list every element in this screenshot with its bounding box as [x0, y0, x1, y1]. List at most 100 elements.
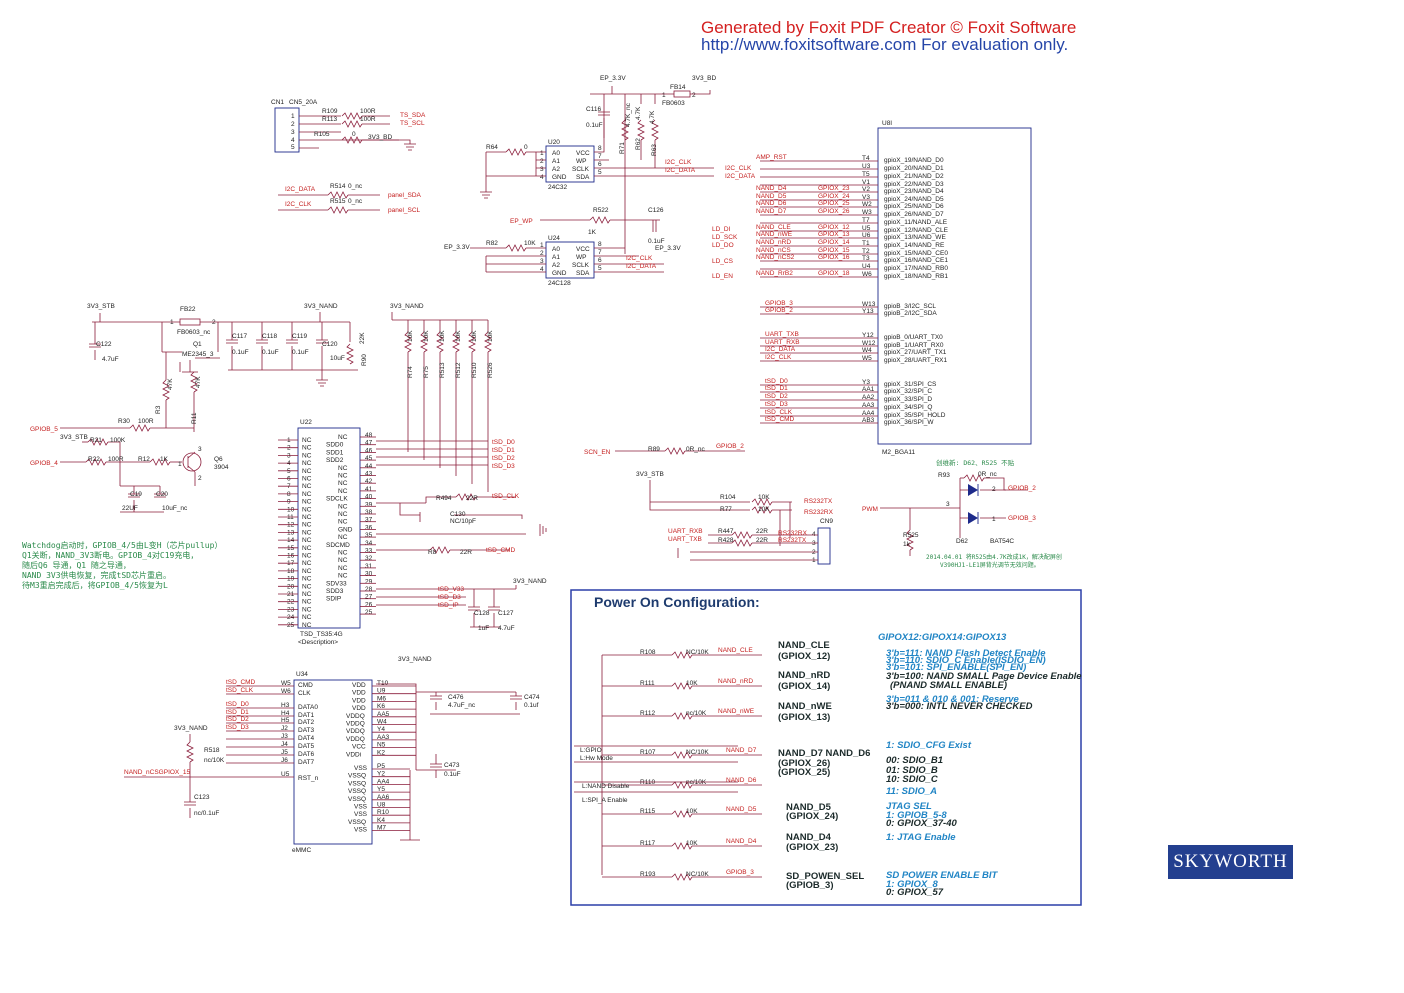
u22-left-nc-8: NC	[302, 499, 312, 506]
r63-ref: R63	[651, 144, 658, 156]
u34-gball-8: M7	[377, 825, 386, 832]
note-line-2: Q1关断，NAND_3V3断电。GPIOB_4对C19充电，	[22, 550, 198, 560]
r64-ref: R64	[486, 144, 498, 151]
u20-n5: 5	[598, 169, 602, 176]
u22-left-nc-24: NC	[302, 622, 312, 629]
u22-rnum-14: 34	[365, 540, 373, 547]
soc-net-0: AMP_RST	[756, 154, 787, 161]
cfg-net-2: NAND_nWE	[718, 708, 755, 715]
u22-rnum-15: 33	[365, 548, 373, 555]
soc-net-16: GPIOB_3	[765, 300, 793, 307]
u22-rpin-17: NC	[338, 565, 348, 572]
soc-ball-11: T1	[862, 240, 870, 247]
soc-fn-4: gpioX_23/NAND_D4	[884, 188, 944, 195]
cfg-label-gpio: L:GPIO	[580, 747, 602, 754]
soc-fn-27: gpioX_36/SPI_W	[884, 419, 934, 426]
r62-ref: R62	[635, 138, 642, 150]
c473-val: 0.1uF	[444, 771, 461, 778]
r11-val: 47K	[195, 376, 202, 388]
soc-gpio-10: GPIOX_13	[818, 231, 850, 238]
pull-val-1: 10K	[423, 330, 430, 342]
soc-ball-21: W5	[862, 355, 872, 362]
scn-gpio: GPIOB_2	[716, 443, 744, 450]
u34-3v3nand: 3V3_NAND	[398, 656, 432, 663]
cfg-gp-26: (GPIOX_26)	[778, 758, 830, 769]
soc-net-7: NAND_D7	[756, 208, 787, 215]
d62-pin1: 1	[992, 516, 996, 523]
cn9-pin-2: 2	[812, 549, 816, 556]
soc-net-4: NAND_D4	[756, 185, 787, 192]
u24-pin-a2: A2	[552, 262, 560, 269]
r3-ref: R3	[155, 405, 162, 414]
cfg-desc-b0: 3'b=100: NAND SMALL Page Device Enable	[886, 671, 1082, 682]
soc-fn-9: gpioX_12/NAND_CLE	[884, 227, 949, 234]
u20-n7: 7	[598, 153, 602, 160]
ld-cs: LD_CS	[712, 258, 734, 265]
u34-lnet-5: tSD_D3	[226, 724, 249, 731]
r494-ref: R494	[436, 495, 452, 502]
soc-net-10: NAND_nWE	[756, 231, 793, 238]
soc-fn-20: gpioX_27/UART_TX1	[884, 349, 947, 356]
ep-wp: EP_WP	[510, 218, 533, 225]
u22-net-cmd: tSD_CMD	[486, 547, 516, 554]
cfg-res-ref-2: R112	[640, 710, 655, 717]
c126-val: 0.1uF	[648, 238, 665, 245]
cfg-desc-a1: 3'b=110: SDIO_C Enable(ISDIO_EN)	[886, 655, 1046, 666]
u20-pin-sclk: SCLK	[572, 166, 590, 173]
u22-lnum-12: 13	[287, 529, 295, 536]
u22-net-d3: tSD_D3	[492, 463, 515, 470]
u22-rnum-10: 38	[365, 509, 373, 516]
r89-ref: R89	[648, 446, 660, 453]
u24-pin-gnd: GND	[552, 270, 567, 277]
u22-rnum-7: 41	[365, 486, 373, 493]
cfg-desc-d: 3'b=000: INTL NEVER CHECKED	[886, 701, 1033, 712]
u20-net-data: I2C_DATA	[665, 167, 696, 174]
u34-rpin-9: VDDi	[346, 751, 361, 758]
pull-val-4: 10K	[471, 330, 478, 342]
u34-rst-ball: U5	[281, 771, 290, 778]
u22-lnum-20: 21	[287, 591, 295, 598]
cfg-label-nand: L:NAND Disable	[582, 783, 630, 790]
u24-pin-a0: A0	[552, 246, 560, 253]
u22-rpin-11: NC	[338, 519, 348, 526]
u34-lpin-9: DAT7	[298, 759, 315, 766]
cfg-sd-head: SD POWER ENABLE BIT	[886, 870, 999, 881]
u34-lnet-4: tSD_D2	[226, 716, 249, 723]
soc-net-25: tSD_D3	[765, 401, 788, 408]
u34-rpin-0: VDD	[352, 682, 366, 689]
r522-ref: R522	[593, 207, 609, 214]
u22-net-ip: tSD_IP	[438, 602, 459, 609]
soc-ball-25: AA3	[862, 402, 875, 409]
r30-ref: R30	[118, 418, 130, 425]
u22-part: TSD_TS35:4G	[300, 631, 343, 638]
cfg-gp-12: (GPIOX_12)	[778, 651, 830, 662]
u22-lnum-7: 8	[287, 491, 291, 498]
soc-fn-3: gpioX_22/NAND_D3	[884, 181, 944, 188]
u22-left-nc-6: NC	[302, 483, 312, 490]
soc-fn-5: gpioX_24/NAND_D5	[884, 196, 944, 203]
u34-rpin-5: VDDQ	[346, 721, 365, 728]
eeprom-u20: U20 24C32 A0 A1 A2 GND VCC WP SCLK SDA 1…	[479, 112, 756, 199]
cfg-res-val-4: nc/10K	[686, 779, 707, 786]
u20-out-data: I2C_DATA	[725, 173, 756, 180]
r104-val: 10K	[758, 494, 770, 501]
r3-val: 47K	[167, 378, 174, 390]
soc-net-9: NAND_CLE	[756, 224, 791, 231]
u22-net-d0: tSD_D0	[492, 439, 515, 446]
soc-fn-16: gpioB_3/I2C_SCL	[884, 303, 936, 310]
u20-pin-a1: A1	[552, 158, 560, 165]
cfg-sdio-1: 01: SDIO_B	[886, 765, 938, 776]
u34-rpin-2: VDD	[352, 697, 366, 704]
r12-ref: R12	[138, 456, 150, 463]
u34-lball-3: H4	[281, 710, 290, 717]
soc-gpio-7: GPIOX_26	[818, 208, 850, 215]
u22-left-nc-20: NC	[302, 591, 312, 598]
connector-cn1: CN1 CN5_20A 1 2 3 4 5 R109 100R TS_SDA R…	[271, 99, 426, 153]
c19-ref: C19	[130, 491, 142, 498]
cfg-res-ref-3: R107	[640, 749, 656, 756]
cn9-pin-1: 1	[812, 557, 816, 564]
u22-rnum-8: 40	[365, 494, 373, 501]
c130-val: NC/10pF	[450, 518, 476, 525]
u22-left-nc-21: NC	[302, 599, 312, 606]
cfg-sd-0: 1: GPIOX_8	[886, 879, 938, 890]
